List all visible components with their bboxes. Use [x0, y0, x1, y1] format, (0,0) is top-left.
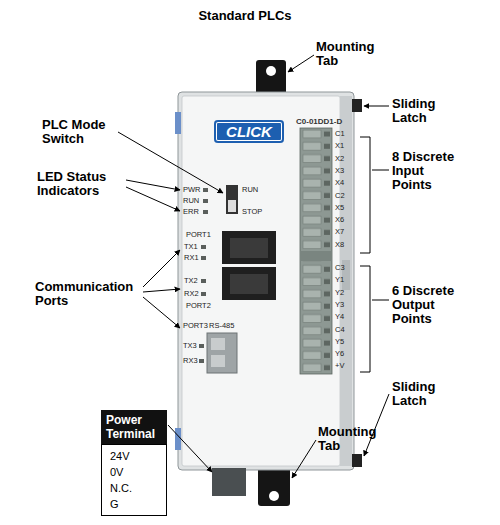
port-label: PORT2	[186, 302, 211, 310]
terminal-label: C4	[335, 326, 345, 334]
terminal-label: X3	[335, 167, 344, 175]
terminal-label: Y6	[335, 350, 344, 358]
terminal-label: Y3	[335, 301, 344, 309]
callout-label: Mounting Tab	[316, 40, 386, 68]
diagram-title: Standard PLCs	[0, 8, 490, 23]
switch-label: RUN	[242, 186, 258, 194]
port-label: RS-485	[209, 322, 234, 330]
led-label: TX2	[184, 277, 198, 285]
callout-label: Sliding Latch	[392, 97, 452, 125]
terminal-label: X6	[335, 216, 344, 224]
terminal-label: +V	[335, 362, 344, 370]
terminal-label: X8	[335, 241, 344, 249]
terminal-label: X4	[335, 179, 344, 187]
node-text: N.C.	[110, 480, 158, 496]
node-text: 24V	[110, 448, 158, 464]
callout-label: LED Status Indicators	[37, 170, 123, 198]
callout-label: Sliding Latch	[392, 380, 452, 408]
terminal-label: X5	[335, 204, 344, 212]
terminal-label: X7	[335, 228, 344, 236]
node-text: 0V	[110, 464, 158, 480]
plc-housing	[175, 92, 354, 470]
model-number: C0-01DD1-D	[296, 117, 342, 126]
node-text: G	[110, 496, 158, 512]
terminal-label: X2	[335, 155, 344, 163]
callout-label: Mounting Tab	[318, 425, 388, 453]
terminal-block	[300, 128, 332, 374]
terminal-label: X1	[335, 142, 344, 150]
port-label: PORT1	[186, 231, 211, 239]
led-label: TX1	[184, 243, 198, 251]
node-text: CLICK	[218, 123, 280, 140]
header-box: Power Terminal	[101, 410, 167, 444]
sliding-latch	[352, 99, 362, 467]
terminal-label: C2	[335, 192, 345, 200]
led-label: ERR	[183, 208, 199, 216]
terminal-label: Y1	[335, 276, 344, 284]
led-label: RX3	[183, 357, 198, 365]
led-label: RUN	[183, 197, 199, 205]
callout-label: PLC Mode Switch	[42, 118, 120, 146]
switch-label: STOP	[242, 208, 262, 216]
brand-logo: CLICK	[214, 120, 284, 143]
node-text: Power Terminal	[106, 413, 162, 441]
port-label: PORT3	[183, 322, 208, 330]
rj45-port	[222, 231, 276, 300]
led-label: TX3	[183, 342, 197, 350]
callout-label: Communication Ports	[35, 280, 140, 308]
callout-label: 6 Discrete Output Points	[392, 284, 464, 326]
terminal-label: Y2	[335, 289, 344, 297]
led-label: RX1	[184, 254, 199, 262]
terminal-label: C3	[335, 264, 345, 272]
mode-switch	[226, 185, 238, 214]
led-label: PWR	[183, 186, 201, 194]
terminal-label: Y4	[335, 313, 344, 321]
terminal-list-box: 24V0VN.C.G	[101, 444, 167, 516]
callout-label: 8 Discrete Input Points	[392, 150, 464, 192]
power-connector	[212, 468, 246, 496]
terminal-label: C1	[335, 130, 345, 138]
led-label: RX2	[184, 290, 199, 298]
terminal-label: Y5	[335, 338, 344, 346]
rs485-connector	[207, 333, 237, 373]
